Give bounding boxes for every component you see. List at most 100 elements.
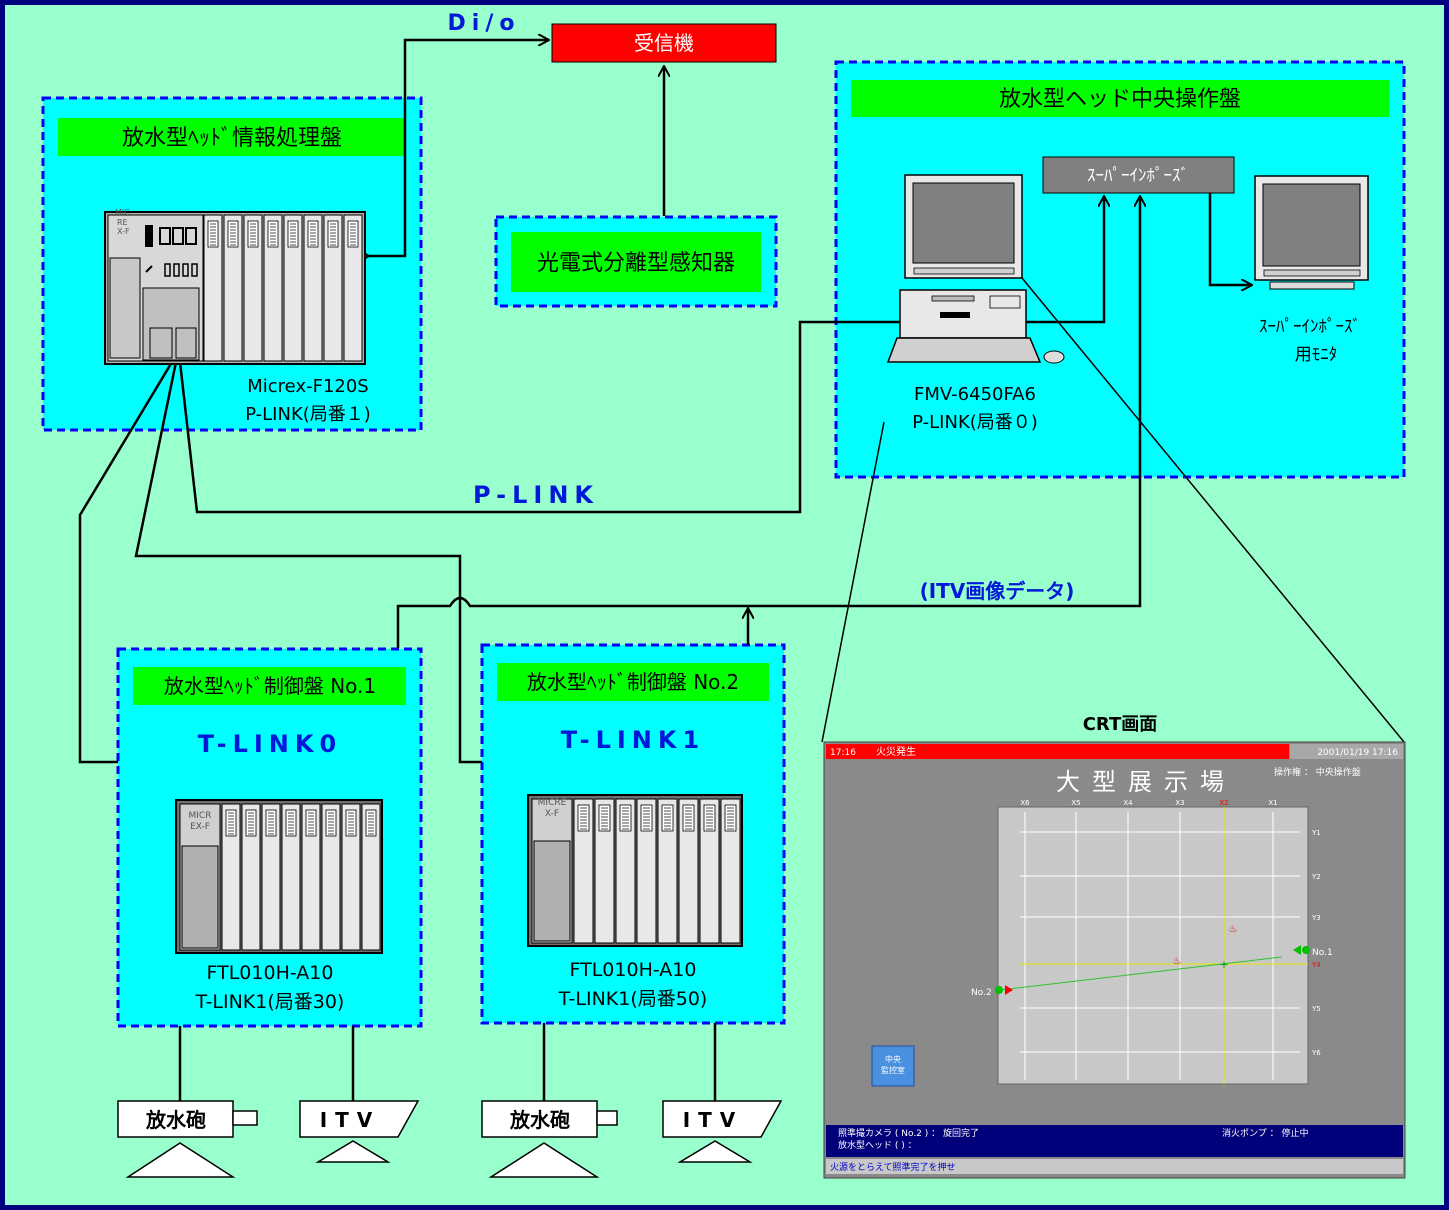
plc-io-slot-4 <box>263 214 283 362</box>
crt-room-button-label-2: 監控室 <box>881 1065 905 1075</box>
crt-status-bar <box>826 1125 1403 1157</box>
crt-map <box>997 806 1309 1085</box>
crt-y-label-5: Y5 <box>1311 1005 1321 1013</box>
crt-alarm-time: 17:16 <box>830 748 856 758</box>
crt-head-no2-icon <box>995 986 1003 994</box>
plc-io-slot-5 <box>283 214 303 362</box>
ctrl1-title: 放水型ﾍｯﾄﾞ制御盤 No.1 <box>164 674 376 698</box>
crt-status-row1-right: 消火ポンプ ： 停止中 <box>1222 1127 1308 1139</box>
crt-hall-title: 大型展示場 <box>1056 768 1236 796</box>
itv-2-label: ITV <box>683 1108 744 1132</box>
ctrl2-io-slot-3 <box>615 798 636 944</box>
crt-x-label-5: X2 <box>1219 799 1228 807</box>
crt-alarm-bar <box>826 744 1289 759</box>
plink-label: P-LINK <box>473 481 599 509</box>
dio-label: Di/o <box>448 11 521 36</box>
cannon-1-label: 放水砲 <box>145 1108 206 1132</box>
crt-x-label-1: X6 <box>1020 799 1030 807</box>
itv-camera-2: ITV <box>662 1100 783 1163</box>
ctrl2-io-slot-6 <box>678 798 699 944</box>
plc-module-xf: X-F <box>117 227 130 236</box>
crt-y-label-1: Y1 <box>1311 829 1321 837</box>
plc-io-slot-2 <box>223 214 243 362</box>
superimpose-monitor-line <box>1208 193 1252 285</box>
ctrl2-title-bar <box>497 663 769 701</box>
plc-io-slot-7 <box>323 214 343 362</box>
ctrl1-io-slot-7 <box>341 803 361 951</box>
dio-line <box>369 40 549 256</box>
crt-status-row2-left: 放水型ヘッド ( ) ： <box>838 1139 917 1151</box>
ctrl1-io-slot-3 <box>261 803 281 951</box>
crt-y-label-6: Y6 <box>1311 1049 1321 1057</box>
crt-y-label-3: Y3 <box>1311 914 1321 922</box>
crt-screen: 17:16 火災発生 2001/01/19 17:16 大型展示場 操作権 ： … <box>823 741 1406 1179</box>
superimpose-monitor-label-2: 用ﾓﾆﾀ <box>1295 345 1338 365</box>
superimpose-box-label: ｽｰﾊﾟｰｲﾝﾎﾟｰｽﾞ <box>1087 166 1189 186</box>
plc-module-re: RE <box>117 218 128 227</box>
crt-head-no2-label: No.2 <box>971 988 992 998</box>
plink-line <box>178 196 1104 514</box>
receiver-box <box>551 23 777 63</box>
superimpose-box <box>1042 156 1235 194</box>
itv-data-label: (ITV画像データ) <box>920 579 1075 603</box>
crt-fire-mark-1: ♨ <box>1229 924 1238 935</box>
tlink0-line <box>78 361 174 764</box>
pc-station: P-LINK(局番０) <box>912 412 1038 433</box>
crt-message-bar <box>826 1159 1403 1174</box>
crt-operator: 操作権 ： 中央操作盤 <box>1274 766 1361 778</box>
crt-head-no1-icon <box>1302 946 1310 954</box>
ctrl2-station: T-LINK1(局番50) <box>558 988 708 1010</box>
crt-y-label-2: Y2 <box>1311 873 1321 881</box>
sensor-title-bar <box>511 232 761 292</box>
ctrl2-io-slot-4 <box>636 798 657 944</box>
ctrl2-io-slot-2 <box>594 798 615 944</box>
cannon-1: 放水砲 <box>117 1100 258 1178</box>
crt-room-button[interactable] <box>871 1045 915 1087</box>
ctrl2-model: FTL010H-A10 <box>570 959 697 981</box>
crt-x-label-3: X4 <box>1123 799 1133 807</box>
ctrl2-module-micre: MICRE <box>538 798 567 808</box>
sensor-label: 光電式分離型感知器 <box>537 251 735 276</box>
itv-data-line <box>396 196 1140 648</box>
crt-room-button-label-1: 中央 <box>885 1054 901 1064</box>
plc-io-slot-8 <box>343 214 363 362</box>
plc-module-mic: MIC <box>115 208 130 217</box>
plc-model: Micrex-F120S <box>247 376 368 397</box>
crt-message: 火源をとらえて照準完了を押せ <box>830 1161 956 1173</box>
info-panel-title: 放水型ﾍｯﾄﾞ情報処理盤 <box>122 126 342 151</box>
info-panel-title-bar <box>58 118 406 156</box>
ctrl1-io-slot-4 <box>281 803 301 951</box>
crt-x-label-6: X1 <box>1268 799 1277 807</box>
ctrl1-io-slot-1 <box>221 803 241 951</box>
receiver-label: 受信機 <box>634 31 694 55</box>
ctrl1-io-slot-6 <box>321 803 341 951</box>
crt-fire-mark-2: ♨ <box>1173 956 1182 967</box>
plc-io-modules <box>203 214 363 362</box>
cannon-2: 放水砲 <box>481 1100 618 1178</box>
ctrl2-io-slot-1 <box>573 798 594 944</box>
itv-1-label: ITV <box>320 1108 381 1132</box>
crt-target-cross: + <box>1219 958 1228 971</box>
tlink1-line <box>134 361 482 764</box>
plc-io-slot-6 <box>303 214 323 362</box>
ctrl1-module-exf: EX-F <box>190 822 210 832</box>
ctrl2-io-modules <box>573 798 741 944</box>
ctrl1-link-label: T-LINK0 <box>198 730 342 758</box>
itv-camera-1: ITV <box>299 1100 420 1163</box>
pc-model: FMV-6450FA6 <box>914 384 1036 405</box>
crt-status-row1-left: 照準撮カメラ ( No.2 ) ： 旋回完了 <box>838 1127 979 1139</box>
ctrl1-io-slot-5 <box>301 803 321 951</box>
crt-datetime: 2001/01/19 17:16 <box>1317 748 1398 758</box>
central-panel-title: 放水型ヘッド中央操作盤 <box>999 87 1241 112</box>
connection-lines <box>78 40 1405 1101</box>
crt-head-no2-arrow <box>1005 985 1013 995</box>
ctrl1-io-slot-2 <box>241 803 261 951</box>
crt-x-label-4: X3 <box>1175 799 1184 807</box>
crt-y-label-4: Y4 <box>1311 961 1321 969</box>
crt-title: CRT画面 <box>1083 714 1158 735</box>
cannon-2-label: 放水砲 <box>509 1108 570 1132</box>
zoom-line-left <box>821 421 885 743</box>
